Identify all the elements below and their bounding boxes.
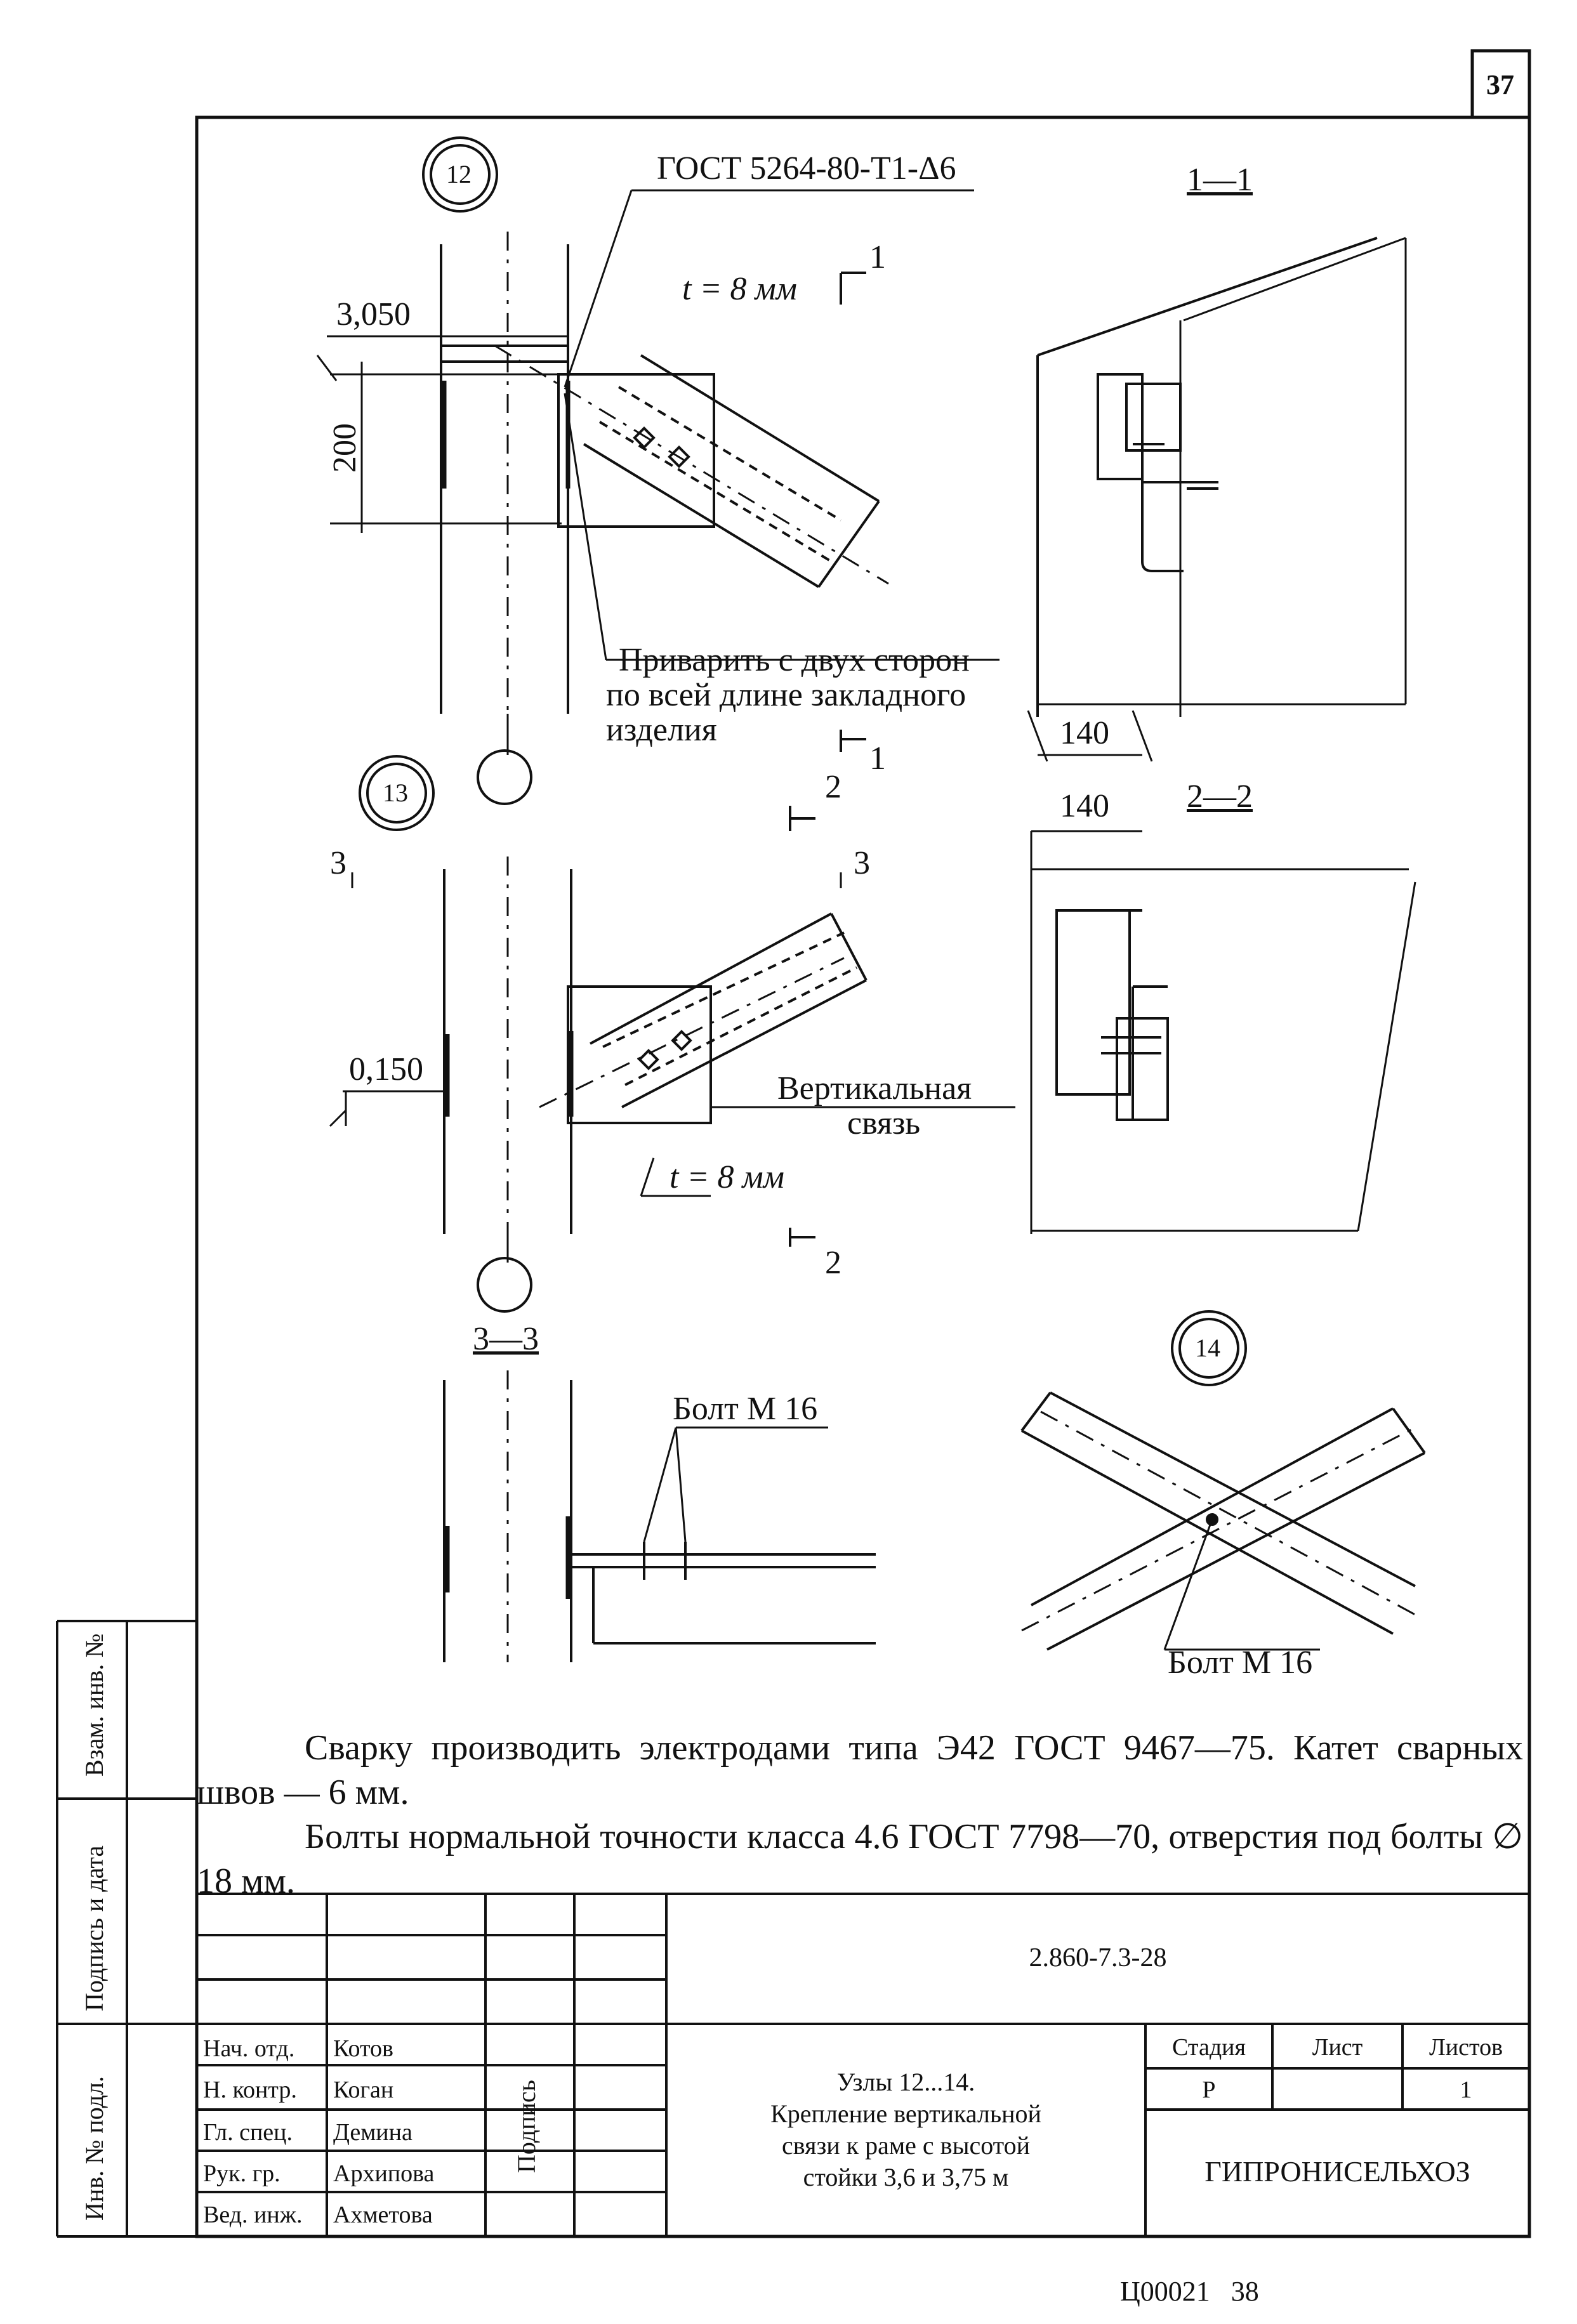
organization-name: ГИПРОНИСЕЛЬХОЗ xyxy=(1204,2155,1470,2188)
signature-header: Подпись xyxy=(512,2080,541,2173)
elevation-0150: 0,150 xyxy=(349,1051,423,1087)
title-block-grid xyxy=(197,1893,1529,2236)
node-13-number: 13 xyxy=(383,778,408,807)
gost-weld-label: ГОСТ 5264-80-Т1-Δ6 xyxy=(657,150,956,187)
section-2-2-view xyxy=(1030,830,1416,1234)
section-mark-2-top: 2 xyxy=(825,769,841,805)
section-1-1-view xyxy=(1027,237,1407,762)
side-stamp-inv-orig: Инв. № подл. xyxy=(80,2076,109,2221)
node-12-number: 12 xyxy=(446,160,472,188)
name-2: Коган xyxy=(333,2077,394,2103)
node-14-detail xyxy=(1020,1310,1426,1651)
side-stamp-replace-inv: Взам. инв. № xyxy=(80,1633,109,1776)
name-3: Демина xyxy=(333,2119,412,2146)
plate-thickness-bottom: t = 8 мм xyxy=(670,1159,784,1195)
node-12-detail xyxy=(316,136,1000,805)
page-number: 37 xyxy=(1486,69,1514,100)
elevation-3050: 3,050 xyxy=(336,296,411,332)
node-14-number: 14 xyxy=(1195,1334,1220,1362)
general-note-bolts: Болты нормальной точности класса 4.6 ГОС… xyxy=(197,1817,1523,1901)
drawing-title-line-1: Узлы 12...14. xyxy=(836,2068,975,2096)
section-mark-3-left: 3 xyxy=(330,845,346,881)
weld-note-line2: по всей длине закладного xyxy=(606,677,967,713)
plate-thickness-top: t = 8 мм xyxy=(682,271,797,307)
drawing-title-line-3: связи к раме с высотой xyxy=(781,2131,1031,2160)
name-5: Ахметова xyxy=(333,2202,433,2228)
name-4: Архипова xyxy=(333,2160,435,2187)
side-stamp xyxy=(56,1620,197,2238)
stage-header: Стадия xyxy=(1172,2034,1246,2061)
node-13-detail xyxy=(329,755,1015,1313)
document-code: 2.860-7.3-28 xyxy=(1029,1943,1167,1973)
section-3-3-view xyxy=(443,1370,876,1662)
side-stamp-sign-date: Подпись и дата xyxy=(80,1845,109,2011)
dimension-140-section-1: 140 xyxy=(1060,715,1109,751)
dimension-200: 200 xyxy=(327,423,363,473)
bolt-label-node-14: Болт М 16 xyxy=(1168,1645,1313,1681)
section-mark-1-bottom: 1 xyxy=(869,740,886,777)
section-mark-3-right: 3 xyxy=(854,845,870,881)
vertical-bracing-label-1: Вертикальная xyxy=(777,1070,972,1106)
vertical-bracing-label-2: связь xyxy=(847,1105,921,1141)
weld-note-line3: изделия xyxy=(606,712,717,748)
drawing-title-line-2: Крепление вертикальной xyxy=(770,2099,1041,2128)
role-2: Н. контр. xyxy=(203,2077,297,2103)
drawing-frame xyxy=(195,115,1531,2238)
role-4: Рук. гр. xyxy=(203,2160,280,2187)
section-mark-1-top: 1 xyxy=(869,239,886,275)
bolt-label-section-3: Болт М 16 xyxy=(673,1391,818,1427)
section-mark-2-bottom: 2 xyxy=(825,1245,841,1281)
drawing-title-line-4: стойки 3,6 и 3,75 м xyxy=(803,2163,1009,2191)
role-5: Вед. инж. xyxy=(203,2202,303,2228)
sheets-value: 1 xyxy=(1460,2077,1472,2103)
footer-code: Ц00021 38 xyxy=(1120,2276,1259,2307)
section-3-3-title: 3—3 xyxy=(473,1321,539,1357)
weld-note-line1: Приварить с двух сторон xyxy=(619,642,970,678)
dimension-140-section-2: 140 xyxy=(1060,788,1109,824)
page-number-box xyxy=(1470,49,1531,119)
general-note-welding: Сварку производить электродами типа Э42 … xyxy=(197,1728,1523,1812)
section-2-2-title: 2—2 xyxy=(1187,778,1253,815)
sheet-header: Лист xyxy=(1312,2034,1363,2061)
role-1: Нач. отд. xyxy=(203,2035,295,2062)
name-1: Котов xyxy=(333,2035,393,2062)
section-1-1-title: 1—1 xyxy=(1187,162,1253,198)
sheets-header: Листов xyxy=(1429,2034,1503,2061)
role-3: Гл. спец. xyxy=(203,2119,293,2146)
stage-value: Р xyxy=(1202,2077,1216,2103)
